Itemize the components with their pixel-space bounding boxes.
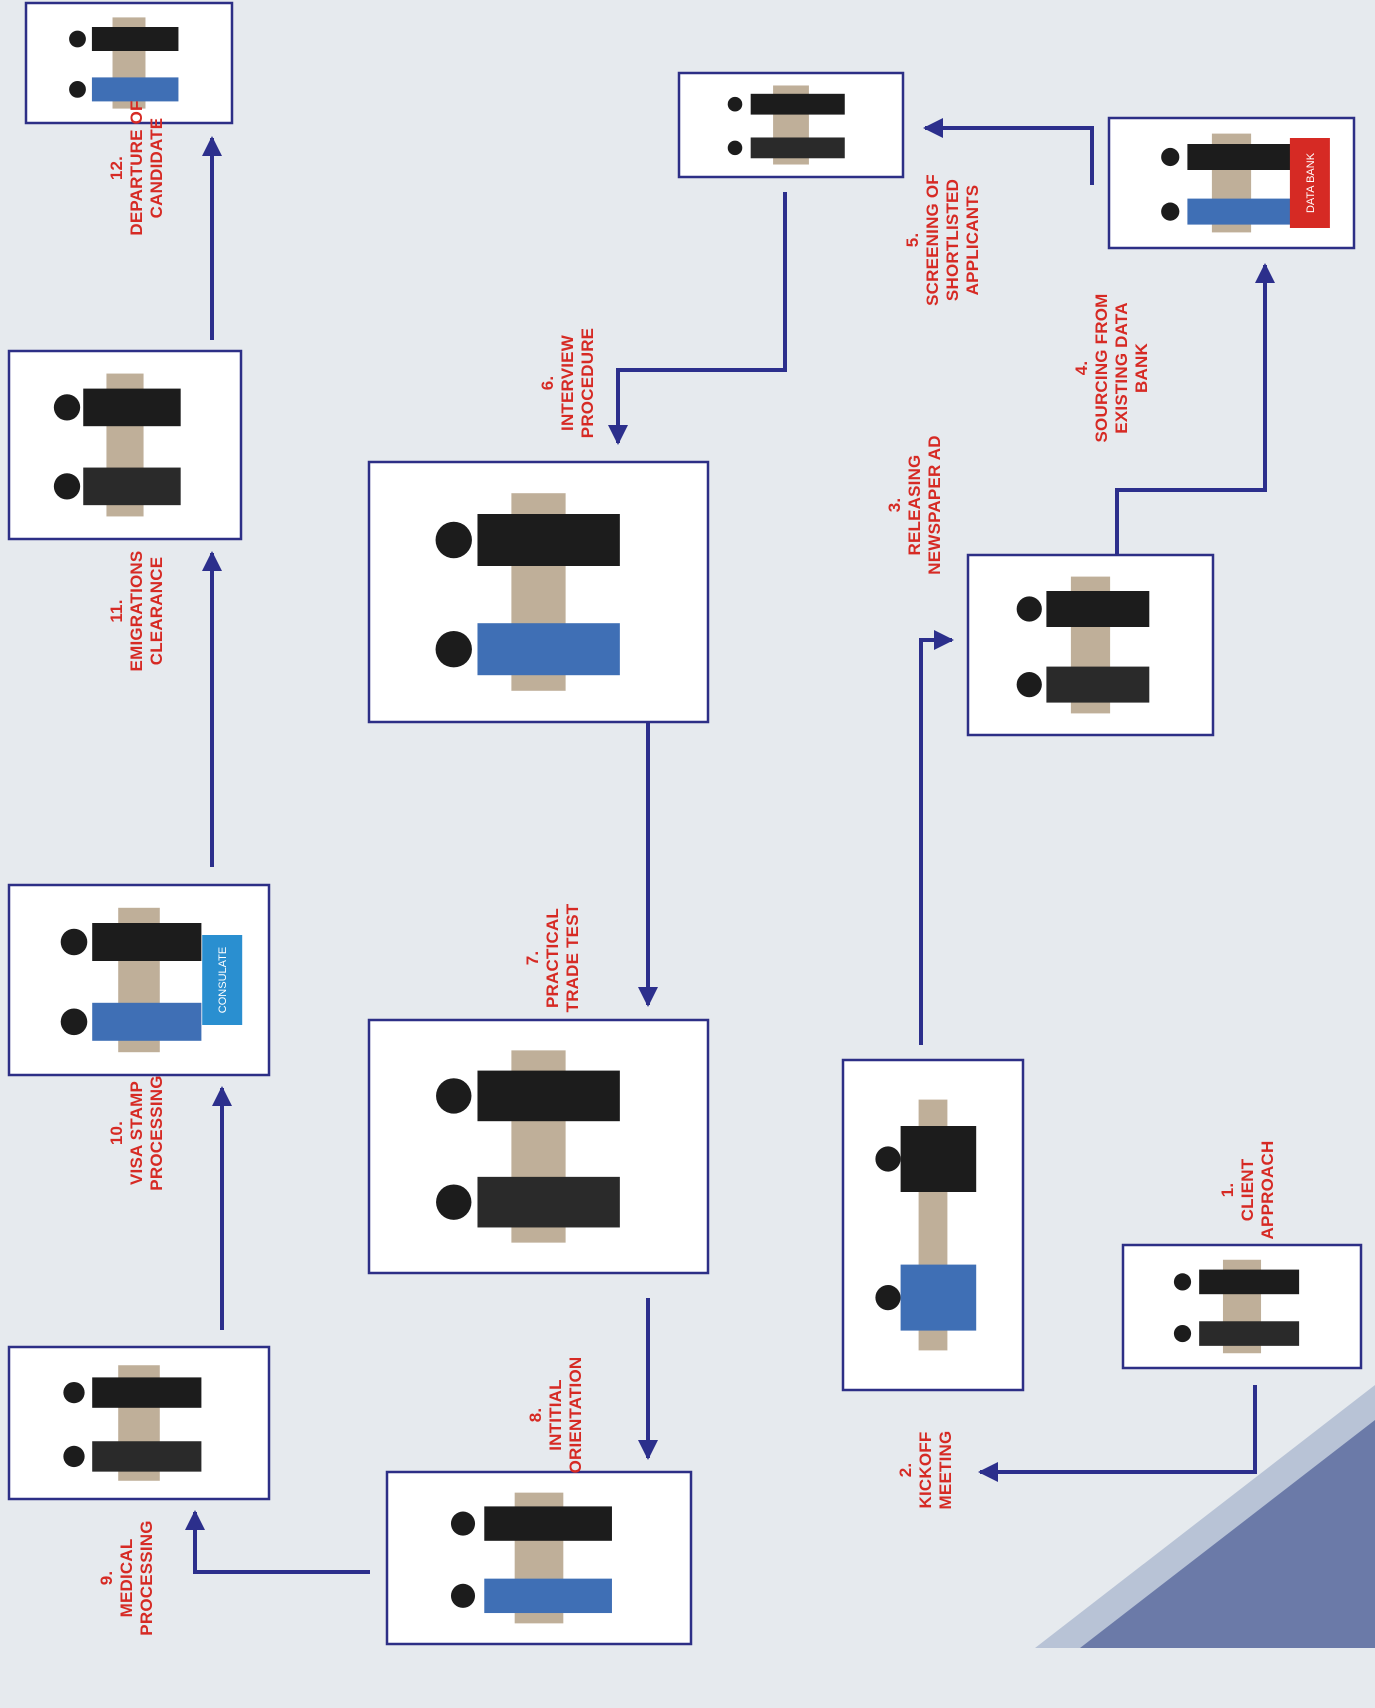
step-number: 2. [896,1462,915,1478]
presentation-icon [450,1492,612,1624]
step-number: 5. [903,232,922,248]
step-title-line: CLIENT [1238,1158,1257,1222]
step-title-line: APPROACH [1258,1140,1277,1240]
medical-staff-icon [63,1365,202,1481]
sign-text: DATA BANK [1305,152,1317,213]
step-title-line: TRADE TEST [563,903,582,1013]
step-3-box [966,553,1215,737]
step-title-line: NEWSPAPER AD [925,435,944,575]
step-title-line: SCREENING OF [923,174,942,306]
step-8-box [385,1470,693,1646]
step-title-line: EXISTING DATA [1112,302,1131,434]
interview-icon [435,493,620,691]
flow-canvas: DATA BANK CONSULATE [7,1,1375,1648]
flow-arrow-4 [923,118,1094,185]
step-title-line: EMIGRATIONS [127,550,146,672]
step-title-line: MEDICAL [117,1538,136,1618]
step-title-line: MEETING [936,1430,955,1510]
flow-arrow-5 [608,192,787,445]
step-title-line: DEPARTURE OF [127,100,146,236]
step-title-line: PRACTICAL [543,908,562,1009]
corner-decoration-dark [1080,1420,1375,1648]
step-number: 9. [97,1570,116,1586]
checkmark-icon [727,85,845,165]
step-6-box [367,460,710,724]
meeting-table-icon [875,1099,977,1351]
step-title-line: PROCESSING [137,1520,156,1636]
traveler-luggage-icon [69,17,179,109]
data-bank-icon [1161,133,1291,233]
step-12-box [24,1,234,125]
step-title-line: BANK [1132,343,1151,393]
step-title-line: VISA STAMP [127,1081,146,1186]
step-number: 7. [523,950,542,966]
step-11-box [7,349,243,541]
flow-arrow-3 [1115,263,1275,555]
sign-4: DATA BANK [1289,138,1330,228]
step-number: 10. [107,1120,126,1146]
step-title-line: SOURCING FROM [1092,293,1111,443]
sign-text: CONSULATE [217,947,229,1013]
step-9-box [7,1345,271,1501]
step-10-box: CONSULATE [7,883,271,1077]
step-5-box [677,71,905,179]
sign-10: CONSULATE [202,935,243,1025]
step-number: 8. [526,1407,545,1423]
newspaper-icon [1016,576,1150,714]
step-title-line: SHORTLISTED [943,178,962,302]
step-number: 11. [107,599,126,623]
step-number: 12. [107,155,126,181]
flow-arrow-8 [185,1510,370,1574]
step-4-box: DATA BANK [1107,116,1356,250]
flow-arrow-2 [919,630,954,1045]
step-1-box [1121,1243,1363,1370]
step-title-line: CLEARANCE [147,556,166,666]
officer-desk-icon [53,373,181,517]
step-2-box [841,1058,1025,1392]
step-7-box [367,1018,710,1275]
step-number: 3. [885,497,904,513]
flow-arrow-1 [978,1385,1257,1482]
step-title-line: PROCEDURE [578,327,597,439]
handshake-icon [1173,1259,1300,1354]
step-title-line: CANDIDATE [147,117,166,219]
step-number: 1. [1218,1182,1237,1198]
step-number: 4. [1072,360,1091,376]
step-title-line: INTITIAL [546,1379,565,1451]
step-title-line: KICKOFF [916,1431,935,1509]
step-title-line: PROCESSING [147,1075,166,1191]
step-title-line: APPLICANTS [963,184,982,296]
step-title-line: RELEASING [905,454,924,556]
step-title-line: ORIENTATION [566,1356,585,1474]
consulate-icon [60,907,202,1053]
step-number: 6. [538,375,557,391]
trade-workers-icon [436,1050,620,1243]
step-title-line: INTERVIEW [558,335,577,431]
